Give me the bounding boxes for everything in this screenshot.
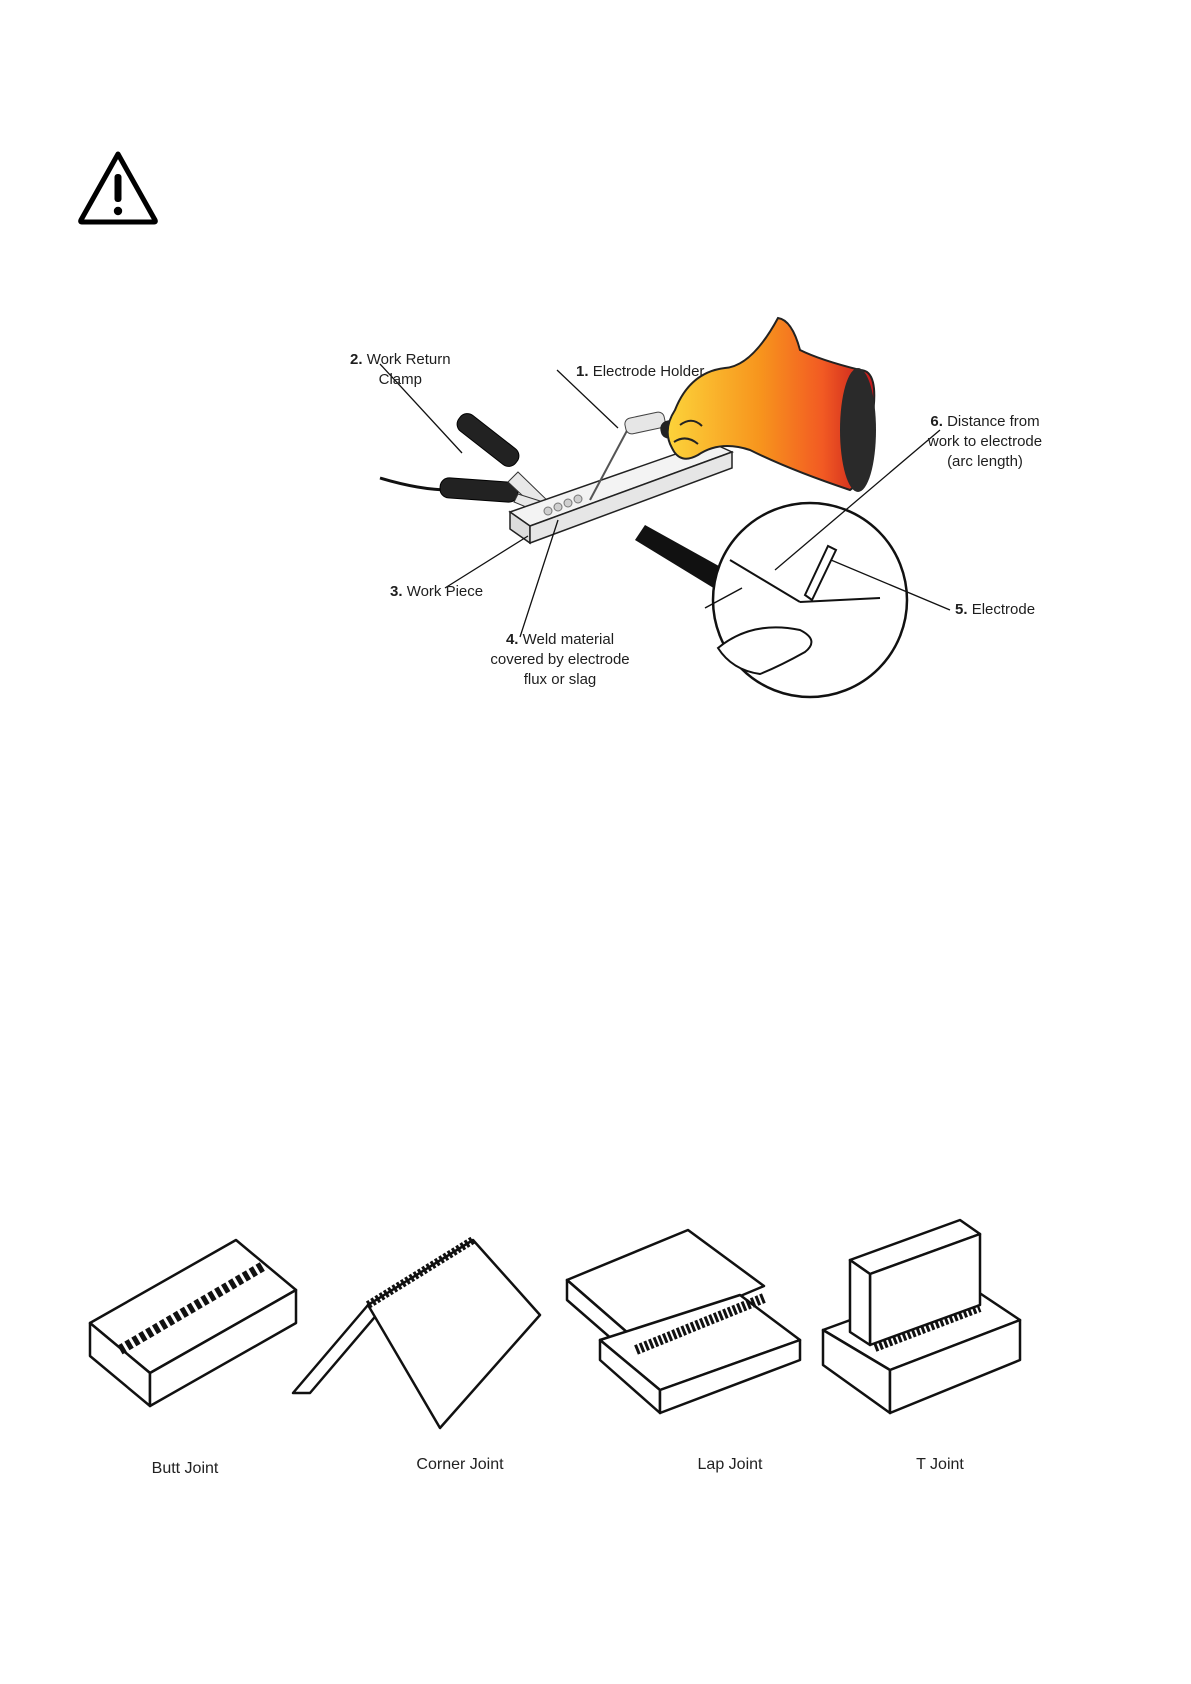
label-text-line2: Clamp	[350, 370, 451, 390]
label-work-piece: 3. Work Piece	[390, 582, 483, 602]
label-text-line2: covered by electrode	[480, 650, 640, 670]
warning-triangle-icon	[76, 148, 160, 226]
label-number: 2.	[350, 351, 363, 368]
label-number: 3.	[390, 583, 403, 600]
weld-joints-figure: Butt Joint Corner Joint Lap Joint T Join…	[80, 1200, 1130, 1500]
welding-setup-illustration	[380, 330, 1140, 760]
joint-label-corner: Corner Joint	[380, 1456, 540, 1474]
butt-joint-drawing	[90, 1240, 296, 1406]
weld-joints-illustration	[80, 1200, 1130, 1500]
t-joint-drawing	[823, 1220, 1020, 1413]
label-number: 5.	[955, 601, 968, 618]
label-text-line2: work to electrode	[915, 432, 1055, 452]
label-electrode: 5. Electrode	[955, 600, 1035, 620]
label-text: Work Piece	[407, 583, 483, 600]
label-text: Weld material	[523, 631, 614, 648]
joint-label-lap: Lap Joint	[650, 1456, 810, 1474]
label-electrode-holder: 1. Electrode Holder	[576, 362, 704, 382]
label-text: Work Return	[367, 351, 451, 368]
label-text: Distance from	[947, 413, 1040, 430]
label-text: Electrode	[972, 601, 1035, 618]
label-arc-length: 6. Distance from work to electrode (arc …	[915, 412, 1055, 472]
label-text: Electrode Holder	[593, 363, 705, 380]
corner-joint-drawing	[293, 1240, 540, 1428]
joint-label-t: T Joint	[860, 1456, 1020, 1474]
arc-length-detail	[705, 503, 907, 697]
lap-joint-drawing	[567, 1230, 800, 1413]
label-text-line3: flux or slag	[480, 670, 640, 690]
label-number: 1.	[576, 363, 589, 380]
label-number: 4.	[506, 631, 519, 648]
work-return-clamp	[439, 410, 556, 516]
label-weld-material: 4. Weld material covered by electrode fl…	[480, 630, 640, 690]
welding-setup-figure: 1. Electrode Holder 2. Work Return Clamp…	[380, 330, 1140, 760]
label-text-line3: (arc length)	[915, 452, 1055, 472]
label-number: 6.	[930, 413, 943, 430]
label-work-return-clamp: 2. Work Return Clamp	[350, 350, 451, 390]
joint-label-butt: Butt Joint	[105, 1460, 265, 1478]
